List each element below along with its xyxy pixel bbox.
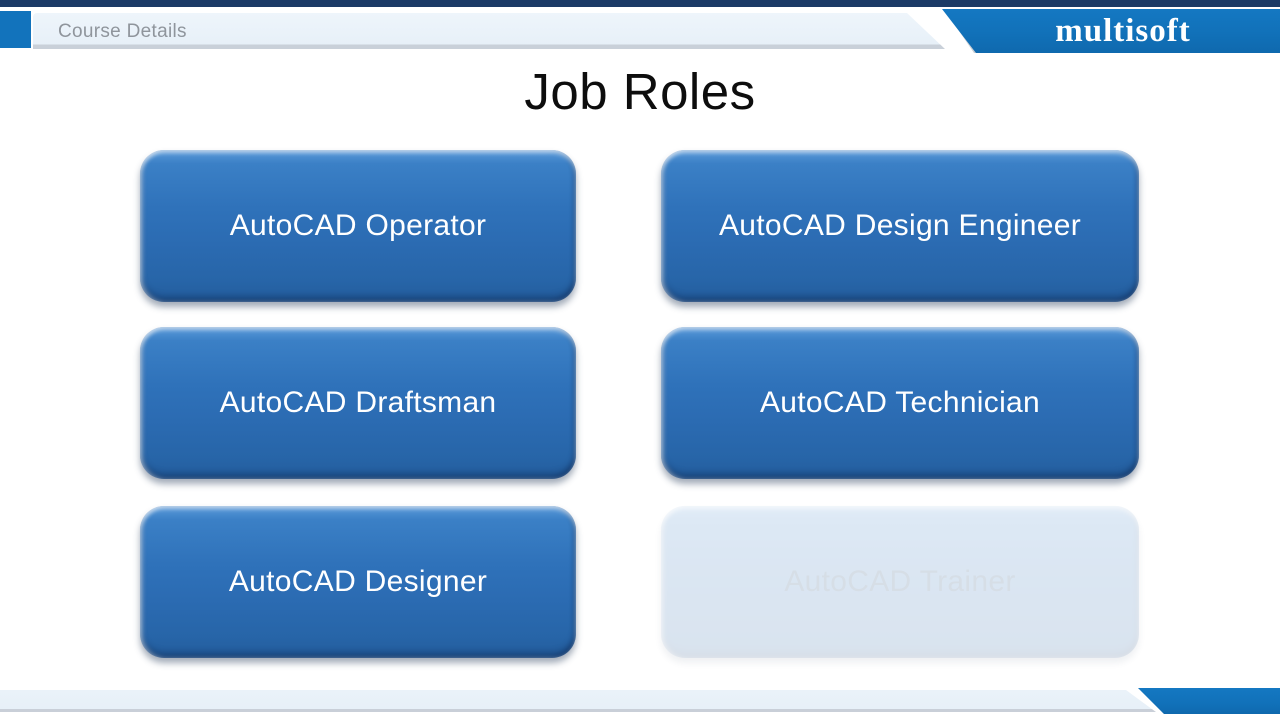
role-button-autocad-designer[interactable]: AutoCAD Designer [140,506,576,658]
role-label: AutoCAD Designer [228,565,488,598]
role-label: AutoCAD Draftsman [219,386,497,419]
role-label: AutoCAD Technician [760,386,1040,419]
footer-banner [1138,688,1280,714]
role-label: AutoCAD Operator [229,209,487,242]
brand-logo: multisoft [1055,12,1191,49]
top-navy-strip [0,0,1280,7]
brand-banner: multisoft [942,9,1280,53]
role-button-autocad-draftsman[interactable]: AutoCAD Draftsman [140,327,576,479]
page-title: Job Roles [524,63,756,120]
role-button-autocad-design-engineer[interactable]: AutoCAD Design Engineer [661,150,1139,302]
header-bar [33,13,945,49]
role-button-autocad-technician[interactable]: AutoCAD Technician [661,327,1139,479]
breadcrumb: Course Details [58,21,187,42]
header-accent-square [0,11,31,48]
footer-bar [0,690,1156,712]
role-button-autocad-operator[interactable]: AutoCAD Operator [140,150,576,302]
role-label: AutoCAD Design Engineer [718,209,1082,242]
role-label: AutoCAD Trainer [784,565,1016,598]
role-button-autocad-trainer[interactable]: AutoCAD Trainer [661,506,1139,658]
